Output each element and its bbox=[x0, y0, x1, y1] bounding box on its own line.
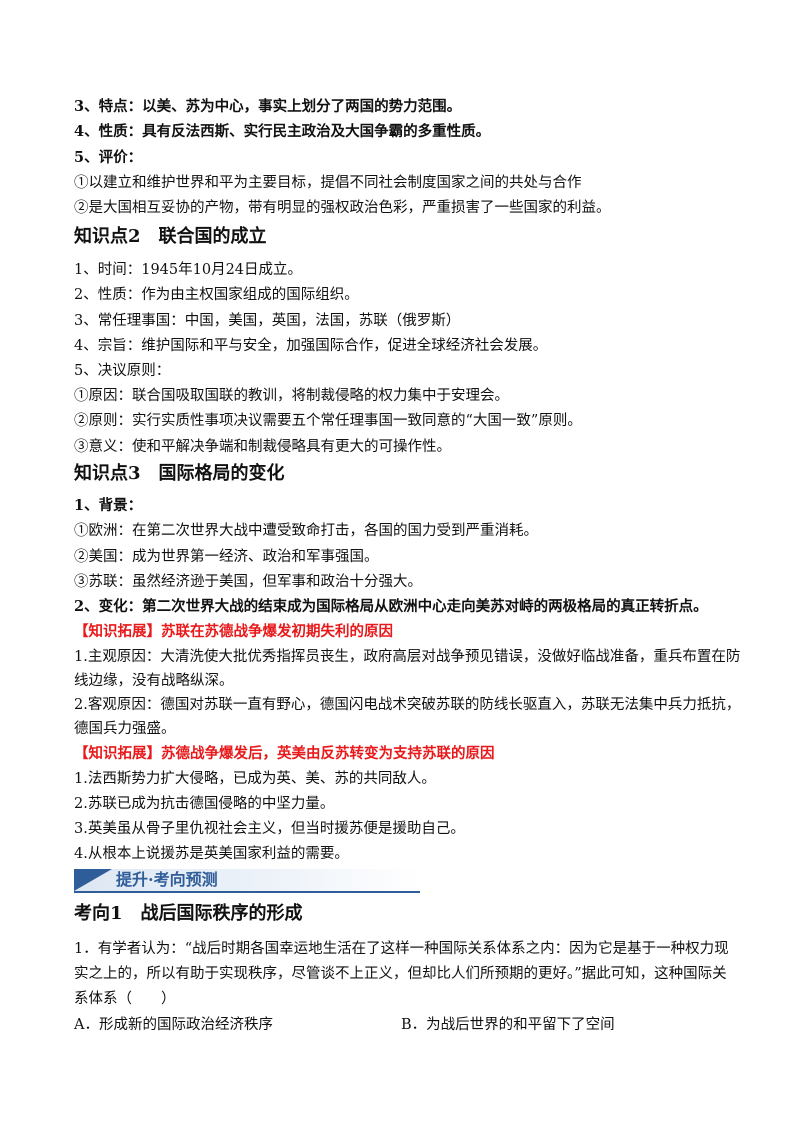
change-item: 2、变化：第二次世界大战的结束成为国际格局从欧洲中心走向美苏对峙的两极格局的真正… bbox=[74, 598, 708, 615]
feature-item: 3、特点：以美、苏为中心，事实上划分了两国的势力范围。 bbox=[74, 98, 462, 115]
question-line: 1．有学者认为：“战后时期各国幸运地生活在了这样一种国际关系体系之内：因为它是基… bbox=[74, 941, 729, 957]
banner-background bbox=[74, 869, 420, 891]
un-item: ②原则：实行实质性事项决议需要五个常任理事国一致同意的“大国一致”原则。 bbox=[74, 413, 582, 429]
banner-label: 提升·考向预测 bbox=[116, 870, 218, 889]
un-item: 1、时间：1945年10月24日成立。 bbox=[74, 262, 303, 278]
section-heading-pattern: 知识点3 国际格局的变化 bbox=[74, 463, 285, 484]
section-banner: 提升·考向预测 bbox=[74, 869, 420, 893]
un-item: 2、性质：作为由主权国家组成的国际组织。 bbox=[74, 287, 359, 303]
background-item: ③苏联：虽然经济逊于美国，但军事和政治十分强大。 bbox=[74, 574, 422, 590]
background-item: ②美国：成为世界第一经济、政治和军事强国。 bbox=[74, 549, 379, 565]
un-item: ①原因：联合国吸取国联的教训，将制裁侵略的权力集中于安理会。 bbox=[74, 388, 509, 404]
extension-line: 1.主观原因：大清洗使大批优秀指挥员丧生，政府高层对战争预见错误，没做好临战准备… bbox=[74, 649, 741, 665]
extension-line: 3.英美虽从骨子里仇视社会主义，但当时援苏便是援助自己。 bbox=[74, 821, 465, 837]
option-b: B．为战后世界的和平留下了空间 bbox=[401, 1017, 615, 1033]
extension-line: 德国兵力强盛。 bbox=[74, 721, 176, 737]
un-item: 5、决议原则： bbox=[74, 363, 171, 379]
background-label: 1、背景： bbox=[74, 497, 143, 514]
un-item: ③意义：使和平解决争端和制裁侵略具有更大的可操作性。 bbox=[74, 439, 451, 455]
evaluation-point-1: ①以建立和维护世界和平为主要目标，提倡不同社会制度国家之间的共处与合作 bbox=[74, 175, 582, 191]
extension-title-2: 【知识拓展】苏德战争爆发后，英美由反苏转变为支持苏联的原因 bbox=[74, 745, 495, 762]
un-item: 3、常任理事国：中国，美国，英国，法国，苏联（俄罗斯） bbox=[74, 313, 461, 329]
banner-triangle bbox=[74, 869, 112, 891]
option-a: A．形成新的国际政治经济秩序 bbox=[74, 1017, 273, 1033]
un-item: 4、宗旨：维护国际和平与安全，加强国际合作，促进全球经济社会发展。 bbox=[74, 338, 548, 354]
question-line: 实之上的，所以有助于实现秩序，尽管谈不上正义，但却比人们所预期的更好。”据此可知… bbox=[74, 966, 727, 982]
section-heading-un: 知识点2 联合国的成立 bbox=[74, 226, 267, 247]
question-line: 系体系（ ） bbox=[74, 991, 176, 1007]
evaluation-point-2: ②是大国相互妥协的产物，带有明显的强权政治色彩，严重损害了一些国家的利益。 bbox=[74, 200, 611, 216]
extension-title-1: 【知识拓展】苏联在苏德战争爆发初期失利的原因 bbox=[74, 623, 393, 640]
extension-line: 2.苏联已成为抗击德国侵略的中坚力量。 bbox=[74, 796, 335, 812]
background-item: ①欧洲：在第二次世界大战中遭受致命打击，各国的国力受到严重消耗。 bbox=[74, 523, 538, 539]
banner-rule bbox=[74, 891, 420, 893]
extension-line: 4.从根本上说援苏是英美国家利益的需要。 bbox=[74, 846, 349, 862]
extension-line: 线边缘，没有战略纵深。 bbox=[74, 673, 234, 689]
section-heading-direction: 考向1 战后国际秩序的形成 bbox=[74, 903, 303, 924]
extension-line: 1.法西斯势力扩大侵略，已成为英、美、苏的共同敌人。 bbox=[74, 771, 436, 787]
extension-line: 2.客观原因：德国对苏联一直有野心，德国闪电战术突破苏联的防线长驱直入，苏联无法… bbox=[74, 697, 741, 713]
nature-item: 4、性质：具有反法西斯、实行民主政治及大国争霸的多重性质。 bbox=[74, 123, 491, 140]
evaluation-label: 5、评价： bbox=[74, 149, 143, 166]
